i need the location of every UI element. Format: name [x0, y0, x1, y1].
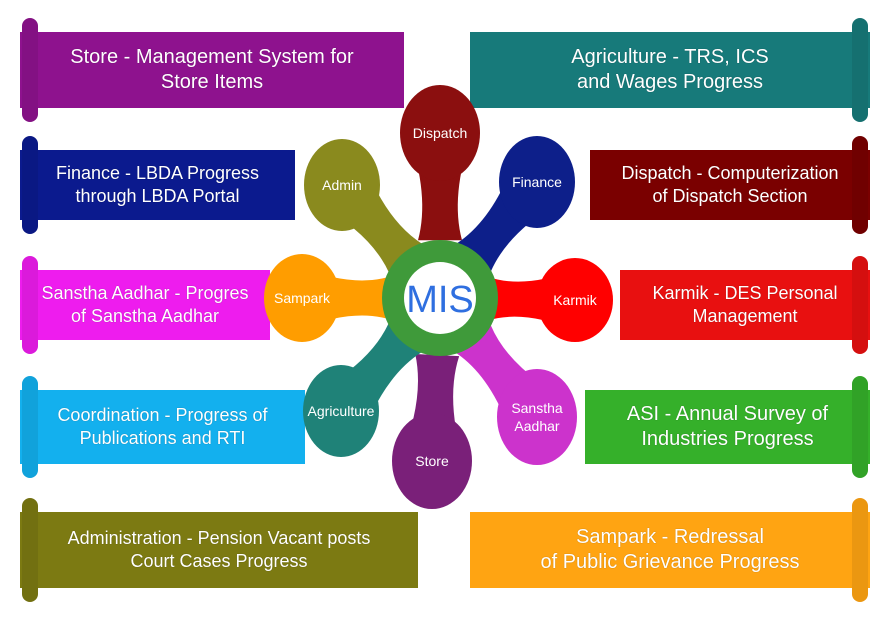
banner-finance: Finance - LBDA Progress through LBDA Port… [20, 150, 295, 220]
banner-dispatch: Dispatch - Computerization of Dispatch Se… [590, 150, 870, 220]
banner-coordination-line1: Coordination - Progress of [57, 405, 268, 425]
petal-sampark: Sampark [264, 254, 392, 342]
banner-karmik-line2: Management [692, 306, 798, 326]
banner-karmik-line1: Karmik - DES Personal [652, 283, 838, 303]
banner-sanstha-line1: Sanstha Aadhar - Progres [41, 283, 249, 303]
petal-label-dispatch: Dispatch [413, 125, 467, 141]
banner-sanstha: Sanstha Aadhar - Progres of Sanstha Aadha… [20, 270, 270, 340]
banner-finance-line2: through LBDA Portal [75, 186, 240, 206]
petal-head-admin [304, 139, 380, 231]
petal-label-karmik: Karmik [553, 292, 598, 308]
banner-asi-line1: ASI - Annual Survey of [626, 403, 829, 425]
petal-head-karmik [537, 258, 613, 342]
petal-head-sanstha [497, 369, 577, 465]
banner-agriculture: Agriculture - TRS, ICS and Wages Progress [470, 32, 870, 108]
banner-asi: ASI - Annual Survey of Industries Progres… [585, 390, 870, 464]
banner-store-line2: Store Items [160, 71, 264, 93]
petal-label-store: Store [415, 453, 449, 469]
banner-dispatch-line2: of Dispatch Section [652, 186, 808, 206]
petal-head-sampark [264, 254, 340, 342]
petal-head-agriculture [303, 365, 379, 457]
banner-sampark-line2: of Public Grievance Progress [540, 551, 800, 573]
petal-finance: Finance [457, 136, 575, 272]
petal-admin: Admin [304, 139, 423, 273]
banner-finance-line1: Finance - LBDA Progress [55, 163, 260, 183]
petal-head-store [392, 413, 472, 509]
petal-label-sampark: Sampark [274, 290, 331, 306]
banner-coordination-line2: Publications and RTI [79, 428, 246, 448]
petal-karmik: Karmik [486, 258, 613, 342]
banner-agriculture-line2: and Wages Progress [576, 71, 763, 93]
petal-label-finance: Finance [512, 174, 562, 190]
banner-agriculture-line1: Agriculture - TRS, ICS [571, 46, 769, 68]
banner-sampark-line1: Sampark - Redressal [576, 526, 764, 548]
petal-label-agriculture: Agriculture [308, 403, 375, 419]
banner-sanstha-line2: of Sanstha Aadhar [70, 306, 220, 326]
banner-sampark: Sampark - Redressal of Public Grievance P… [470, 512, 870, 588]
petal-dispatch: Dispatch [400, 85, 480, 241]
petal-head-dispatch [400, 85, 480, 181]
petal-store: Store [392, 353, 472, 509]
banner-administration-line1: Administration - Pension Vacant posts [67, 528, 371, 548]
banner-store-line1: Store - Management System for [70, 46, 354, 68]
banner-dispatch-line1: Dispatch - Computerization [621, 163, 839, 183]
hub-label: MIS [406, 279, 474, 321]
hub-center [404, 262, 476, 334]
banner-administration-line2: Court Cases Progress [130, 551, 308, 571]
banner-asi-line2: Industries Progress [641, 428, 814, 450]
petal-head-finance [499, 136, 575, 228]
petal-label-admin: Admin [322, 177, 362, 193]
banner-coordination: Coordination - Progress of Publications a… [20, 390, 305, 464]
petal-agriculture: Agriculture [303, 323, 422, 457]
